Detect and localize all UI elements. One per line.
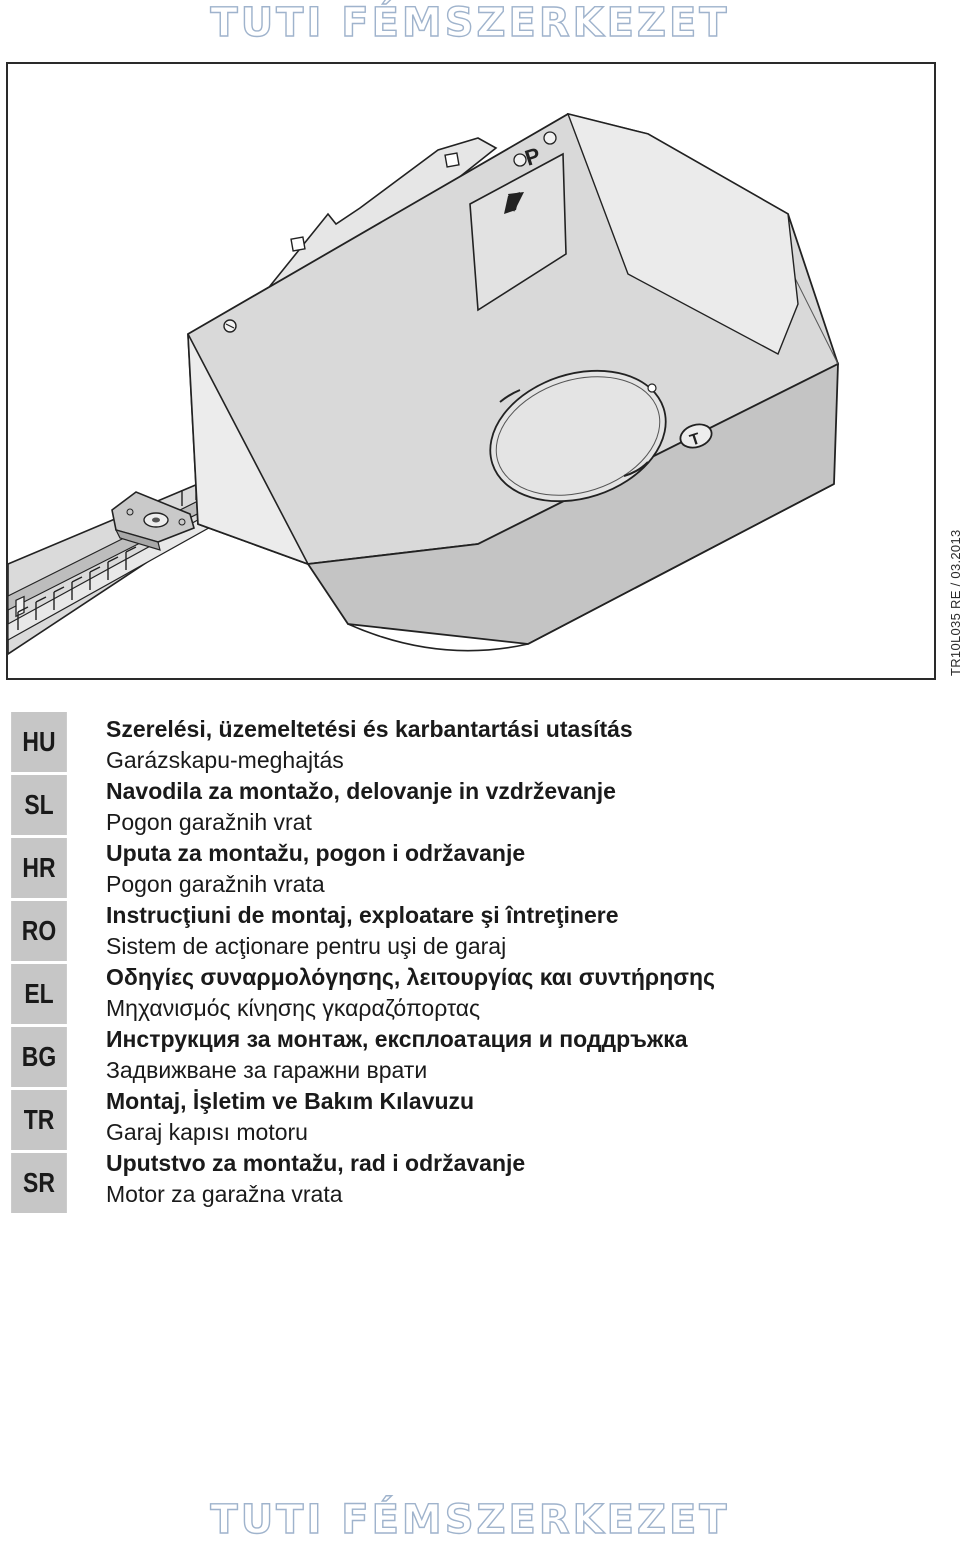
title-group-sl: Navodila za montažo, delovanje in vzdrže… (106, 776, 946, 838)
product-subtitle: Motor za garažna vrata (106, 1181, 343, 1207)
product-subtitle: Μηχανισμός κίνησης γκαραζόπορτας (106, 995, 481, 1021)
manual-title: Uputa za montažu, pogon i održavanje (106, 840, 526, 866)
push-button: T (679, 423, 713, 450)
light-cover (489, 369, 667, 503)
product-subtitle: Garaj kapısı motoru (106, 1119, 308, 1145)
title-group-hu: Szerelési, üzemeltetési és karbantartási… (106, 714, 946, 776)
manual-title-list: Szerelési, üzemeltetési és karbantartási… (106, 714, 946, 1210)
title-group-ro: Instrucţiuni de montaj, exploatare şi în… (106, 900, 946, 962)
lang-code-ro: RO (11, 901, 67, 961)
brand-watermark-bottom: TUTI FÉMSZERKEZET (210, 1496, 730, 1543)
product-subtitle: Pogon garažnih vrata (106, 871, 325, 897)
lang-code-sr: SR (11, 1153, 67, 1213)
product-subtitle: Pogon garažnih vrat (106, 809, 312, 835)
brand-watermark-top: TUTI FÉMSZERKEZET (210, 0, 730, 47)
product-illustration-frame: P T (6, 62, 936, 680)
lang-code-hr: HR (11, 838, 67, 898)
manual-title: Οδηγίες συναρμολόγησης, λειτουργίας και … (106, 964, 715, 990)
product-subtitle: Garázskapu-meghajtás (106, 747, 344, 773)
lang-code-bg: BG (11, 1027, 67, 1087)
lang-code-sl: SL (11, 775, 67, 835)
motor-housing (187, 112, 840, 652)
manual-title: Instrucţiuni de montaj, exploatare şi în… (106, 902, 619, 928)
lang-code-tr: TR (11, 1090, 67, 1150)
language-code-column: HU SL HR RO EL BG TR SR (5, 712, 73, 1216)
manual-title: Montaj, İşletim ve Bakım Kılavuzu (106, 1088, 475, 1114)
manual-title: Uputstvo za montažu, rad i održavanje (106, 1150, 526, 1176)
title-group-el: Οδηγίες συναρμολόγησης, λειτουργίας και … (106, 962, 946, 1024)
document-code: TR10L035 RE / 03.2013 (948, 529, 960, 676)
lang-code-hu: HU (11, 712, 67, 772)
product-subtitle: Sistem de acţionare pentru uşi de garaj (106, 933, 507, 959)
lang-code-el: EL (11, 964, 67, 1024)
garage-door-opener-illustration: P T (8, 112, 840, 655)
title-group-sr: Uputstvo za montažu, rad i održavanje Mo… (106, 1148, 946, 1210)
manual-title: Szerelési, üzemeltetési és karbantartási… (106, 716, 633, 742)
product-subtitle: Задвижване за гаражни врати (106, 1057, 428, 1083)
title-group-bg: Инструкция за монтаж, експлоатация и под… (106, 1024, 946, 1086)
manual-title: Инструкция за монтаж, експлоатация и под… (106, 1026, 688, 1052)
title-group-hr: Uputa za montažu, pogon i održavanje Pog… (106, 838, 946, 900)
rail-carriage (111, 491, 195, 551)
title-group-tr: Montaj, İşletim ve Bakım Kılavuzu Garaj … (106, 1086, 946, 1148)
manual-title: Navodila za montažo, delovanje in vzdrže… (106, 778, 616, 804)
